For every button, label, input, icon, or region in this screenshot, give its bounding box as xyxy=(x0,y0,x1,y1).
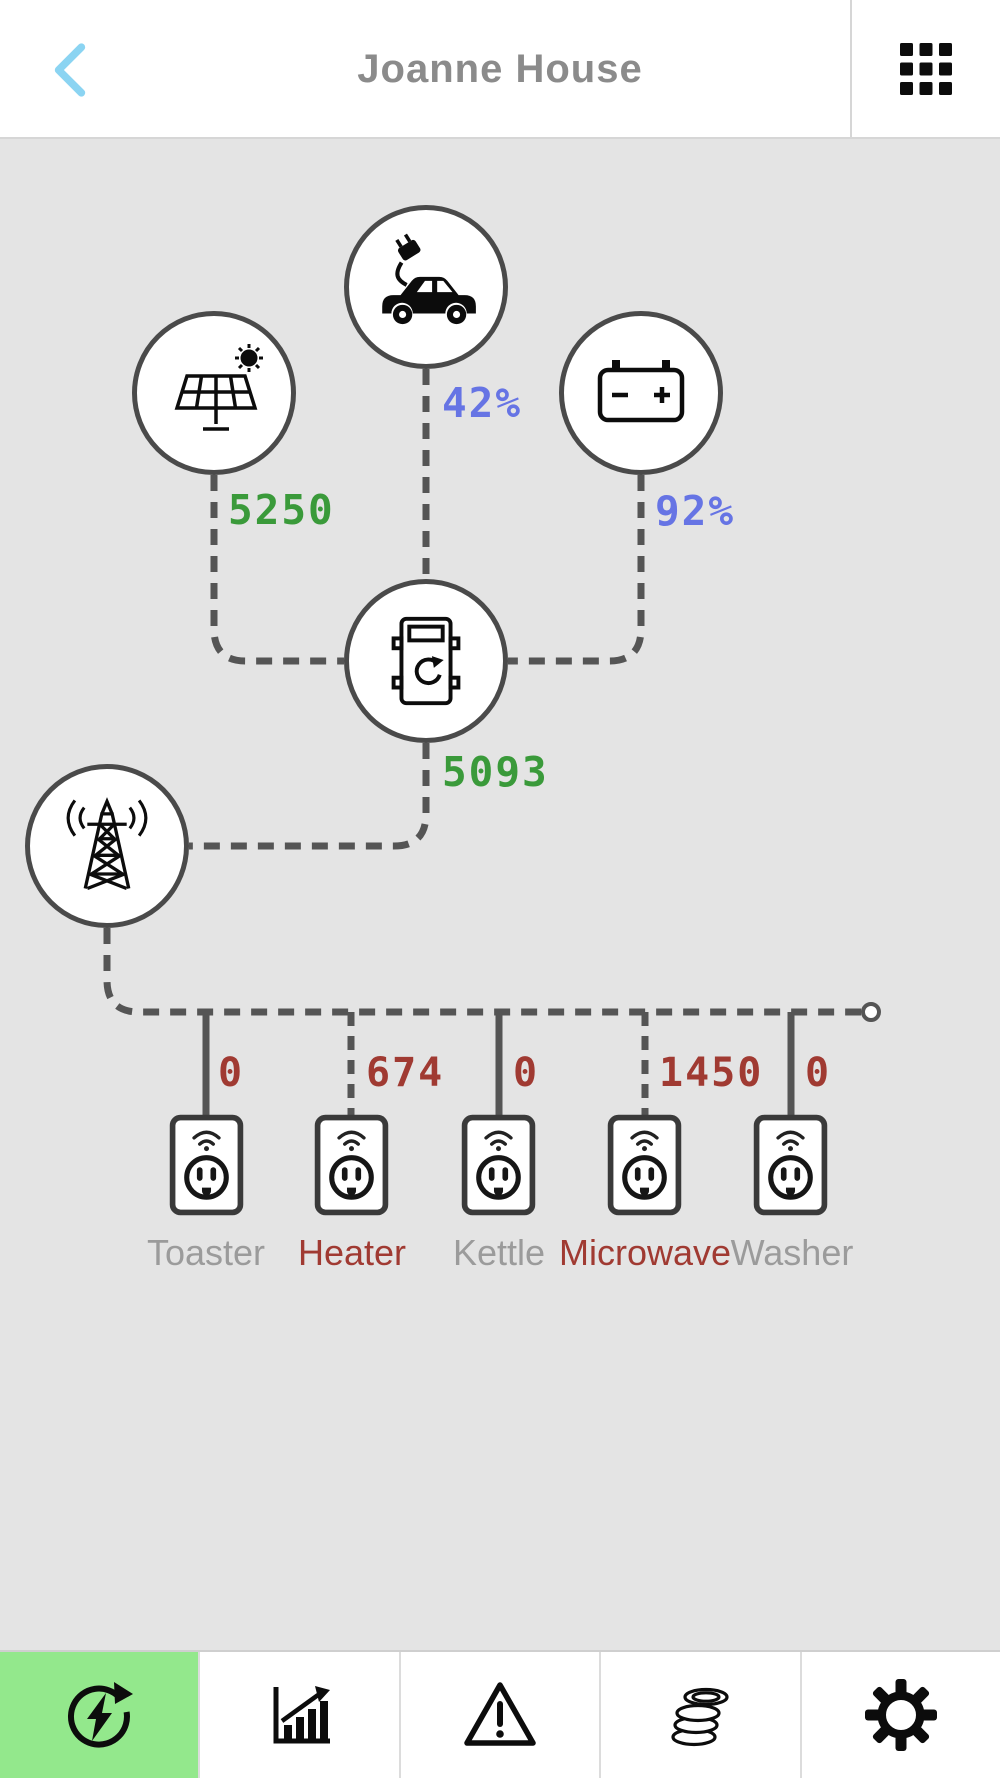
bus-end-dot xyxy=(861,1002,881,1022)
battery-node[interactable] xyxy=(559,311,723,475)
costs-coins-icon xyxy=(671,1687,730,1747)
energy-flow-diagram: 42% 5250 92% 5093 0 674 0 1450 0 xyxy=(0,139,1000,1650)
battery-icon xyxy=(597,360,685,423)
washer-label: Washer xyxy=(730,1232,854,1273)
smart-plug-icon xyxy=(314,1114,389,1216)
appliance-kettle-plug[interactable] xyxy=(460,1113,537,1217)
solar-node[interactable] xyxy=(132,311,296,475)
smart-plug-icon xyxy=(461,1114,536,1216)
appliance-washer-plug[interactable] xyxy=(752,1113,829,1217)
smart-plug-icon xyxy=(169,1114,244,1216)
wire-solar-inverter xyxy=(210,475,344,665)
heater-label: Heater xyxy=(297,1232,407,1273)
power-tower-icon xyxy=(66,797,148,891)
tab-stats[interactable] xyxy=(198,1652,398,1778)
appliance-microwave-plug[interactable] xyxy=(606,1113,683,1217)
microwave-label: Microwave xyxy=(558,1232,732,1273)
inverter-icon xyxy=(391,616,461,706)
tab-costs[interactable] xyxy=(599,1652,799,1778)
ev-car-charging-icon xyxy=(382,233,476,325)
grid-menu-icon xyxy=(900,42,952,95)
back-button[interactable] xyxy=(34,36,106,104)
smart-plug-icon xyxy=(607,1114,682,1216)
appliance-heater-plug[interactable] xyxy=(313,1113,390,1217)
solar-panel-icon xyxy=(174,344,263,431)
energy-flow-icon xyxy=(68,1682,134,1748)
inverter-node[interactable] xyxy=(344,579,508,743)
wire-battery-inverter xyxy=(508,475,645,665)
header: Joanne House xyxy=(0,0,1000,139)
kettle-label: Kettle xyxy=(452,1232,546,1273)
chevron-left-icon xyxy=(54,43,86,97)
ev-node[interactable] xyxy=(344,205,508,369)
tab-settings[interactable] xyxy=(799,1652,1000,1778)
wire-grid-bus xyxy=(103,928,864,1016)
alerts-warning-icon xyxy=(464,1682,536,1746)
grid-node[interactable] xyxy=(25,764,189,928)
toaster-label: Toaster xyxy=(146,1232,266,1273)
smart-plug-icon xyxy=(753,1114,828,1216)
tab-energy-flow[interactable] xyxy=(0,1652,199,1778)
appliance-toaster-plug[interactable] xyxy=(168,1113,245,1217)
wire-inverter-grid xyxy=(189,743,430,850)
tab-alerts[interactable] xyxy=(398,1652,599,1778)
connection-lines xyxy=(103,369,881,1115)
stats-chart-icon xyxy=(273,1686,330,1744)
tabbar xyxy=(0,1650,1000,1778)
grid-menu-button[interactable] xyxy=(850,0,1000,137)
settings-gear-icon xyxy=(864,1679,937,1751)
